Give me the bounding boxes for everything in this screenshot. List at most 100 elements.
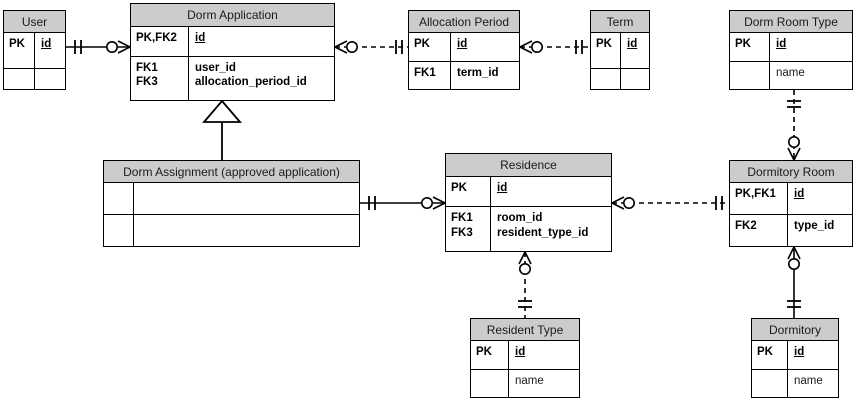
key-cell bbox=[104, 183, 134, 214]
attribute-label: id bbox=[794, 346, 805, 358]
entity-row: PK id bbox=[446, 177, 611, 207]
attribute-label: allocation_period_id bbox=[195, 76, 307, 89]
key-label: PK bbox=[451, 182, 467, 194]
entity-dorm-assignment[interactable]: Dorm Assignment (approved application) bbox=[103, 160, 360, 247]
attribute-cell: user_id allocation_period_id bbox=[189, 57, 311, 100]
entity-title-term: Term bbox=[591, 11, 649, 33]
entity-row bbox=[591, 67, 649, 89]
attribute-label: id bbox=[497, 182, 508, 194]
entity-row: PK id bbox=[591, 33, 649, 68]
key-label: PK,FK1 bbox=[735, 188, 776, 200]
attribute-label: user_id bbox=[195, 61, 236, 74]
attribute-label: resident_type_id bbox=[497, 226, 589, 239]
connector-user-to-dorm-application bbox=[66, 40, 131, 54]
attribute-cell: id bbox=[621, 33, 641, 68]
attribute-label: name bbox=[776, 66, 805, 79]
entity-row: PK,FK1 id bbox=[730, 183, 852, 214]
key-cell: FK1 bbox=[409, 61, 451, 89]
connector-dormitory-room-to-dormitory bbox=[787, 246, 801, 318]
entity-title-dorm-room-type: Dorm Room Type bbox=[730, 11, 852, 33]
key-cell: PK bbox=[730, 33, 770, 61]
attribute-label: name bbox=[794, 374, 823, 387]
attribute-cell: id bbox=[35, 33, 55, 68]
attribute-cell: term_id bbox=[451, 62, 503, 90]
attribute-cell bbox=[134, 215, 144, 246]
key-label: FK1 bbox=[414, 66, 436, 79]
attribute-cell: id bbox=[770, 33, 790, 61]
key-label: FK3 bbox=[136, 76, 158, 89]
key-cell: PK,FK1 bbox=[730, 183, 788, 214]
key-cell: FK2 bbox=[730, 215, 788, 246]
key-label: FK3 bbox=[451, 226, 473, 239]
key-cell: PK bbox=[4, 33, 35, 68]
attribute-cell: id bbox=[788, 183, 808, 214]
entity-row bbox=[4, 67, 65, 89]
attribute-label: id bbox=[515, 346, 526, 358]
attribute-label: id bbox=[627, 38, 638, 50]
key-label: PK bbox=[476, 346, 492, 358]
key-cell: PK bbox=[409, 33, 451, 61]
connector-allocation-period-to-term bbox=[519, 40, 590, 54]
key-label: PK bbox=[735, 38, 751, 50]
attribute-cell: name bbox=[788, 370, 827, 398]
entity-row: FK2 type_id bbox=[730, 214, 852, 246]
attribute-cell: id bbox=[509, 341, 529, 369]
key-label: PK bbox=[596, 38, 612, 50]
key-cell bbox=[4, 68, 35, 89]
entity-title-resident-type: Resident Type bbox=[471, 319, 579, 341]
attribute-label: term_id bbox=[457, 66, 499, 79]
key-label: FK2 bbox=[735, 220, 757, 232]
attribute-label: id bbox=[794, 188, 805, 200]
attribute-cell: id bbox=[451, 33, 471, 61]
key-cell: PK,FK2 bbox=[131, 27, 189, 56]
entity-row: PK id bbox=[4, 33, 65, 68]
key-label: PK bbox=[757, 346, 773, 358]
key-cell bbox=[104, 215, 134, 246]
attribute-cell bbox=[621, 69, 631, 89]
connector-inheritance-dorm-assignment bbox=[202, 99, 242, 160]
attribute-label: id bbox=[41, 38, 52, 50]
attribute-cell: name bbox=[509, 370, 548, 398]
connector-residence-to-dormitory-room bbox=[611, 196, 729, 210]
attribute-cell bbox=[134, 183, 144, 214]
entity-row: PK id bbox=[730, 33, 852, 61]
attribute-label: type_id bbox=[794, 220, 835, 232]
entity-row: name bbox=[730, 60, 852, 89]
entity-title-allocation-period: Allocation Period bbox=[409, 11, 519, 33]
key-label: PK bbox=[9, 38, 25, 50]
attribute-label: room_id bbox=[497, 212, 543, 225]
attribute-label: name bbox=[515, 374, 544, 387]
key-cell bbox=[591, 68, 621, 89]
connector-residence-to-resident-type bbox=[518, 251, 532, 318]
key-cell: PK bbox=[471, 341, 509, 369]
key-cell bbox=[471, 369, 509, 397]
attribute-cell bbox=[35, 69, 45, 89]
key-cell bbox=[752, 369, 788, 397]
entity-title-dorm-application: Dorm Application bbox=[131, 4, 334, 27]
entity-row: PK id bbox=[752, 341, 838, 369]
entity-row: name bbox=[471, 368, 579, 398]
connector-dorm-assignment-to-residence bbox=[360, 196, 446, 210]
attribute-cell: type_id bbox=[788, 215, 838, 246]
entity-title-residence: Residence bbox=[446, 154, 611, 177]
key-label: PK,FK2 bbox=[136, 32, 177, 44]
connector-dorm-room-type-to-dormitory-room bbox=[787, 90, 801, 161]
entity-row bbox=[104, 214, 359, 246]
entity-title-user: User bbox=[4, 11, 65, 33]
